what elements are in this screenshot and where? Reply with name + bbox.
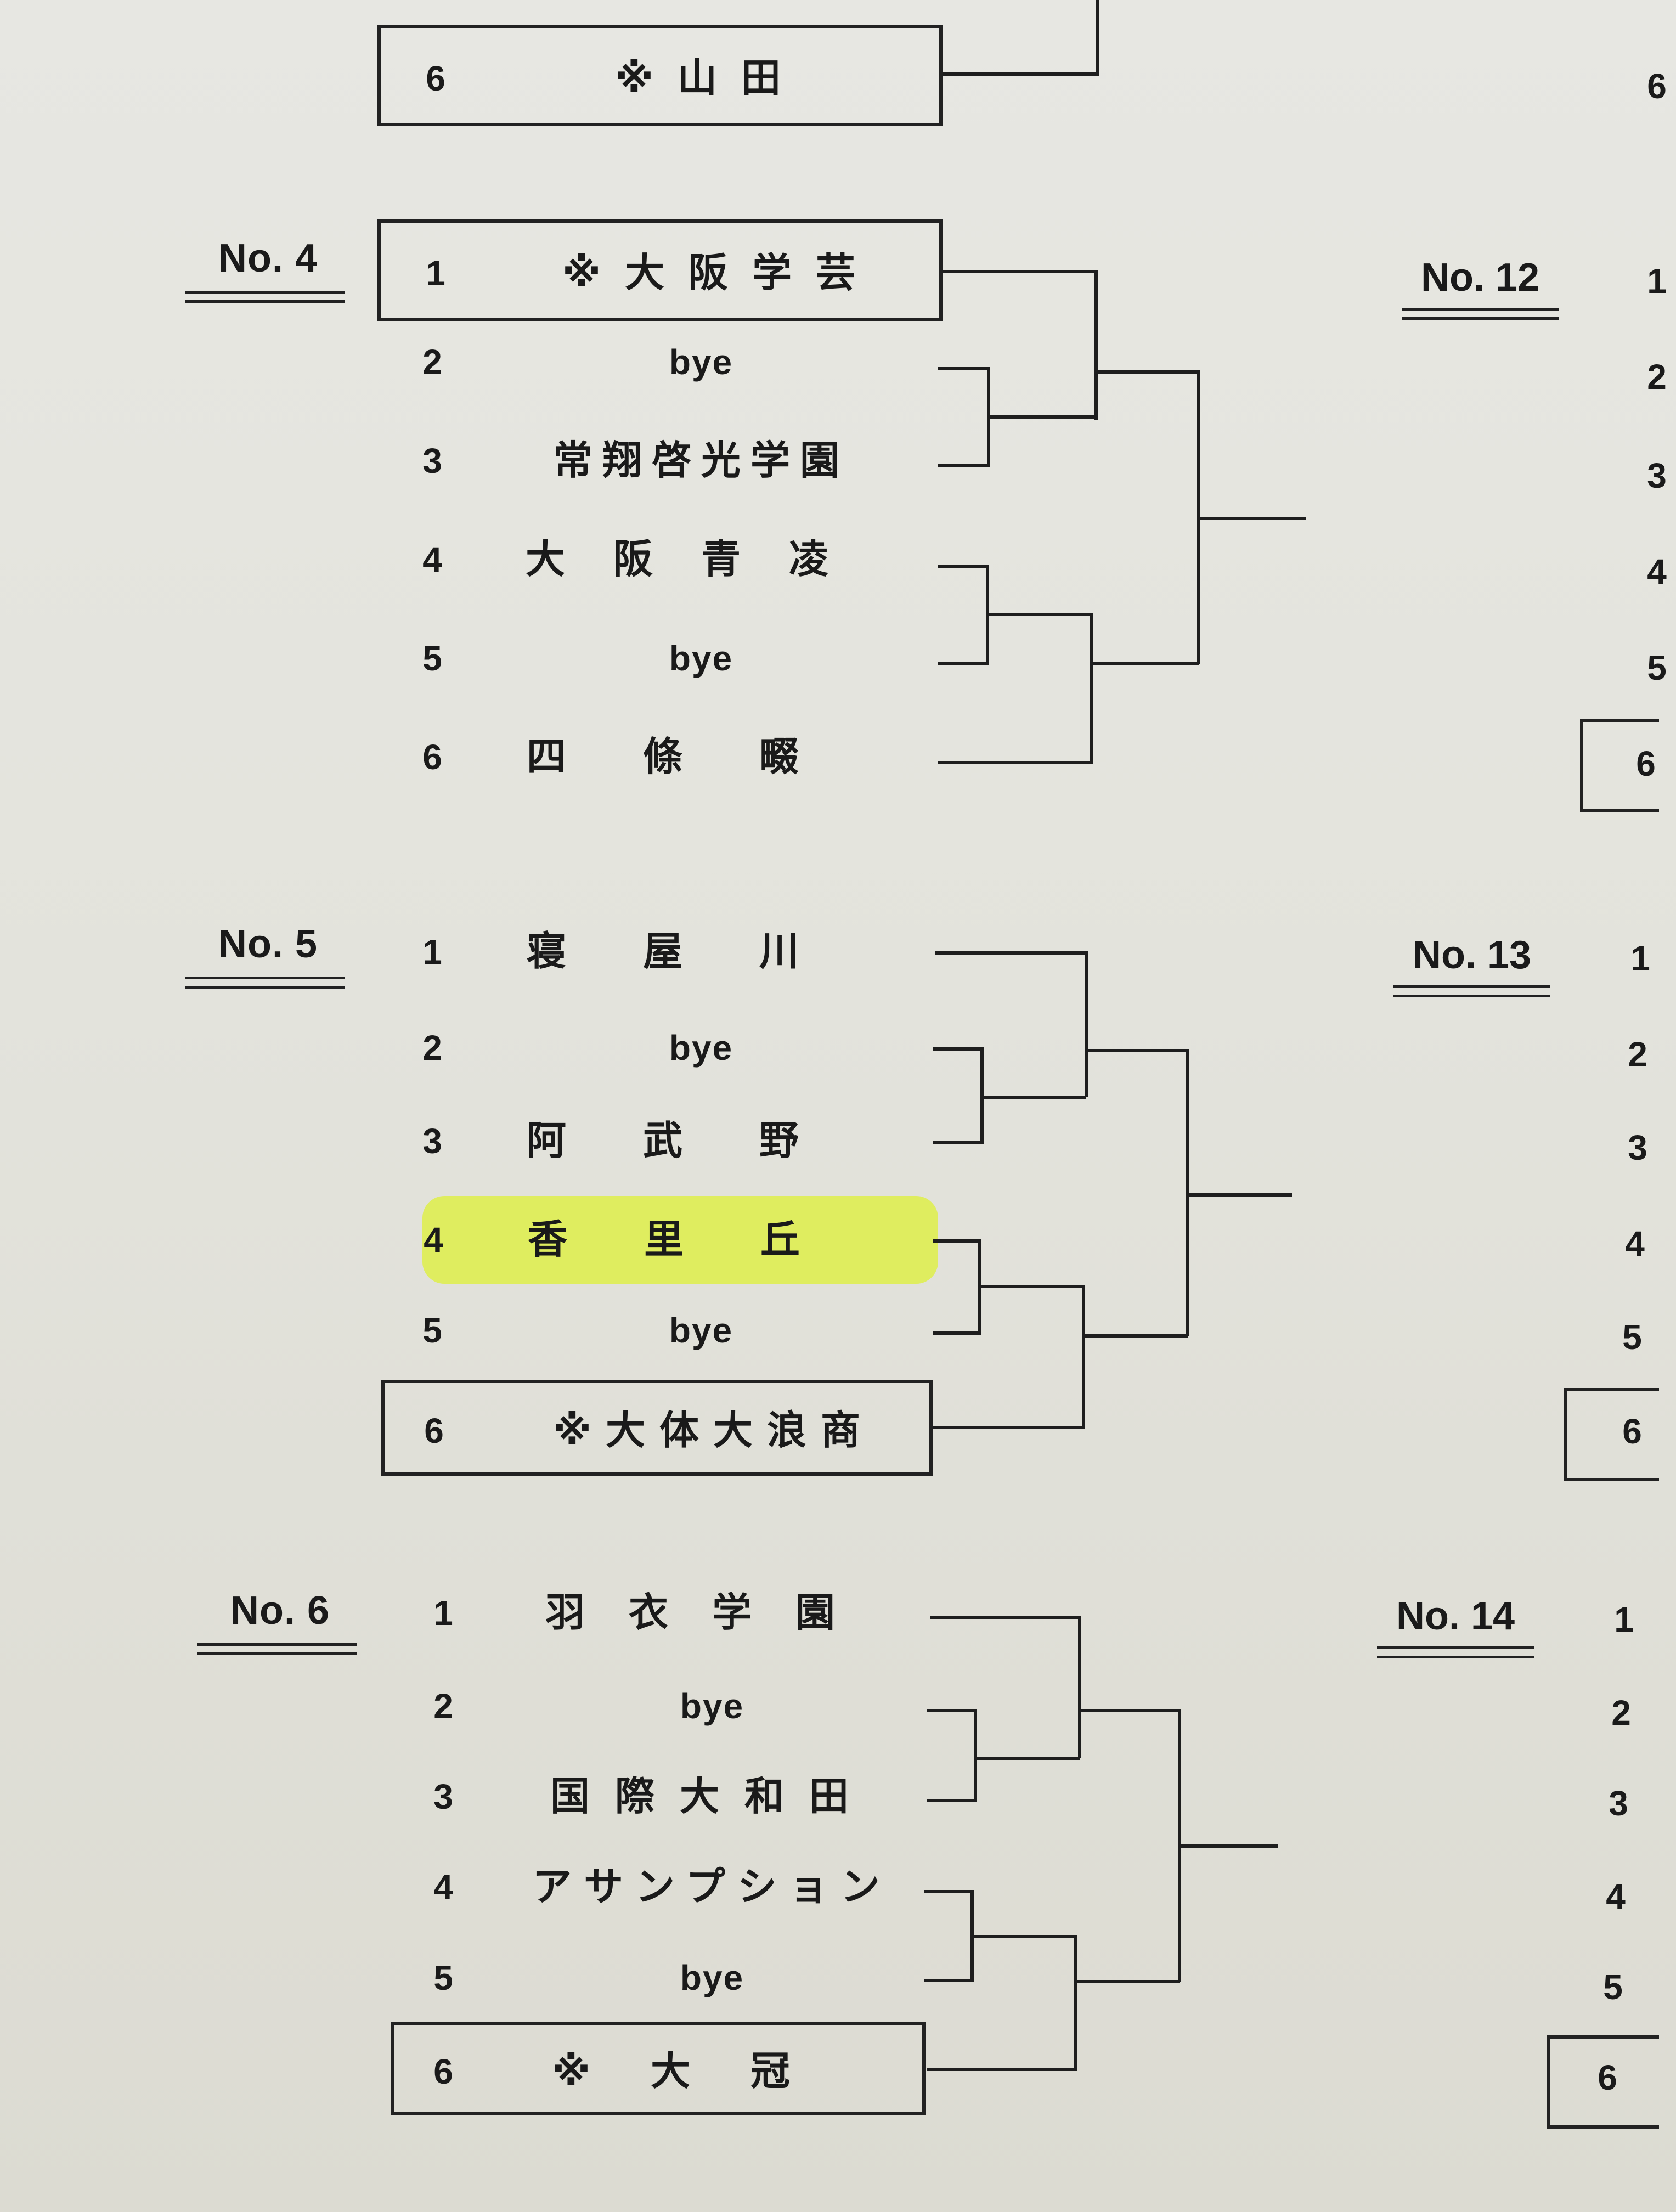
right-no13-num-3: 3 bbox=[1628, 1128, 1647, 1167]
top-seed-entry[interactable]: 6 ※山田 bbox=[377, 25, 943, 126]
entry-number: 1 bbox=[433, 1593, 453, 1633]
entry-number: 4 bbox=[424, 1220, 443, 1260]
right-no12-num-2: 2 bbox=[1647, 357, 1667, 397]
entry-no5-2[interactable]: 2 bye bbox=[410, 1015, 948, 1081]
group-label-no14: No. 14 bbox=[1377, 1594, 1534, 1658]
right-no13-num-5: 5 bbox=[1622, 1317, 1642, 1357]
right-top-partial-number: 6 bbox=[1647, 66, 1667, 106]
right-no12-num-5: 5 bbox=[1647, 648, 1667, 687]
group-label-no4: No. 4 bbox=[185, 236, 346, 303]
entry-number: 2 bbox=[422, 342, 442, 382]
entry-number: 3 bbox=[422, 1121, 442, 1161]
entry-no6-4[interactable]: 4 アサンプション bbox=[421, 1854, 959, 1920]
entry-school-name: bye bbox=[680, 1958, 744, 1997]
entry-no6-1[interactable]: 1 羽衣学園 bbox=[421, 1580, 959, 1646]
entry-school-name: 常翔啓光学園 bbox=[552, 439, 849, 483]
entry-no5-6[interactable]: 6 ※大体大浪商 bbox=[381, 1380, 933, 1476]
entry-number: 3 bbox=[433, 1777, 453, 1816]
entry-no4-3[interactable]: 3 常翔啓光学園 bbox=[410, 428, 948, 494]
entry-school-name: アサンプション bbox=[532, 1865, 892, 1909]
entry-school-name: 国際大和田 bbox=[550, 1775, 874, 1819]
entry-number: 2 bbox=[433, 1686, 453, 1726]
entry-no4-1[interactable]: 1 ※大阪学芸 bbox=[377, 219, 943, 321]
right-no12-seed-box[interactable] bbox=[1580, 719, 1659, 812]
entry-number: 6 bbox=[426, 59, 445, 98]
right-no12-num-3: 3 bbox=[1647, 456, 1667, 495]
right-no14-seed-box[interactable] bbox=[1547, 2035, 1659, 2129]
entry-school-name: 羽衣学園 bbox=[545, 1591, 879, 1635]
entry-number: 3 bbox=[422, 441, 442, 481]
entry-number: 5 bbox=[422, 639, 442, 678]
entry-number: 6 bbox=[422, 737, 442, 777]
group-label-no13: No. 13 bbox=[1393, 933, 1551, 997]
entry-school-name: 大阪青凌 bbox=[525, 538, 877, 582]
entry-no6-6[interactable]: 6 ※大冠 bbox=[391, 2022, 926, 2115]
entry-school-name: 香里丘 bbox=[527, 1218, 877, 1262]
right-no13-num-6: 6 bbox=[1622, 1412, 1642, 1451]
entry-no5-4-highlighted[interactable]: 4 香里丘 bbox=[422, 1196, 938, 1284]
right-no14-num-5: 5 bbox=[1603, 1967, 1623, 2007]
entry-school-name: ※大冠 bbox=[552, 2050, 850, 2094]
group-label-no5: No. 5 bbox=[185, 922, 346, 989]
right-no12-num-6: 6 bbox=[1636, 744, 1656, 783]
entry-number: 6 bbox=[424, 1411, 444, 1451]
entry-no4-6[interactable]: 6 四條畷 bbox=[410, 724, 948, 790]
entry-number: 6 bbox=[433, 2052, 453, 2091]
entry-no5-5[interactable]: 5 bye bbox=[410, 1297, 948, 1363]
entry-number: 5 bbox=[433, 1958, 453, 1997]
entry-school-name: 四條畷 bbox=[526, 735, 876, 779]
entry-no4-4[interactable]: 4 大阪青凌 bbox=[410, 527, 948, 592]
entry-school-name: 阿武野 bbox=[526, 1119, 876, 1163]
entry-number: 2 bbox=[422, 1028, 442, 1068]
entry-school-name: 寝屋川 bbox=[526, 930, 876, 974]
entry-school-name: ※山田 bbox=[615, 57, 805, 100]
group-label-no6: No. 6 bbox=[197, 1588, 358, 1655]
entry-number: 1 bbox=[422, 932, 442, 972]
entry-no4-2[interactable]: 2 bye bbox=[410, 329, 948, 395]
entry-school-name: ※大阪学芸 bbox=[562, 251, 879, 295]
right-no13-num-1: 1 bbox=[1630, 939, 1650, 978]
right-no14-num-6: 6 bbox=[1598, 2058, 1617, 2097]
right-no14-num-1: 1 bbox=[1614, 1600, 1634, 1639]
entry-number: 4 bbox=[422, 540, 442, 579]
right-no14-num-2: 2 bbox=[1611, 1693, 1631, 1733]
entry-number: 5 bbox=[422, 1311, 442, 1350]
right-no13-seed-box[interactable] bbox=[1564, 1388, 1659, 1481]
entry-number: 1 bbox=[426, 253, 445, 293]
entry-no6-5[interactable]: 5 bye bbox=[421, 1945, 959, 2011]
right-no12-num-1: 1 bbox=[1647, 261, 1667, 301]
entry-no6-2[interactable]: 2 bye bbox=[421, 1673, 959, 1739]
right-no14-num-3: 3 bbox=[1609, 1784, 1628, 1823]
entry-number: 4 bbox=[433, 1867, 453, 1907]
entry-no6-3[interactable]: 3 国際大和田 bbox=[421, 1764, 959, 1830]
right-no12-num-4: 4 bbox=[1647, 552, 1667, 591]
entry-school-name: bye bbox=[680, 1686, 744, 1726]
entry-school-name: ※大体大浪商 bbox=[553, 1409, 874, 1453]
group-label-no12: No. 12 bbox=[1402, 255, 1559, 320]
entry-school-name: bye bbox=[669, 639, 733, 678]
entry-no5-1[interactable]: 1 寝屋川 bbox=[410, 919, 948, 985]
entry-no5-3[interactable]: 3 阿武野 bbox=[410, 1108, 948, 1174]
entry-no4-5[interactable]: 5 bye bbox=[410, 625, 948, 691]
right-no13-num-2: 2 bbox=[1628, 1035, 1647, 1074]
entry-school-name: bye bbox=[669, 1311, 733, 1350]
right-no13-num-4: 4 bbox=[1625, 1224, 1645, 1263]
entry-school-name: bye bbox=[669, 342, 733, 382]
right-no14-num-4: 4 bbox=[1606, 1877, 1626, 1916]
entry-school-name: bye bbox=[669, 1028, 733, 1068]
